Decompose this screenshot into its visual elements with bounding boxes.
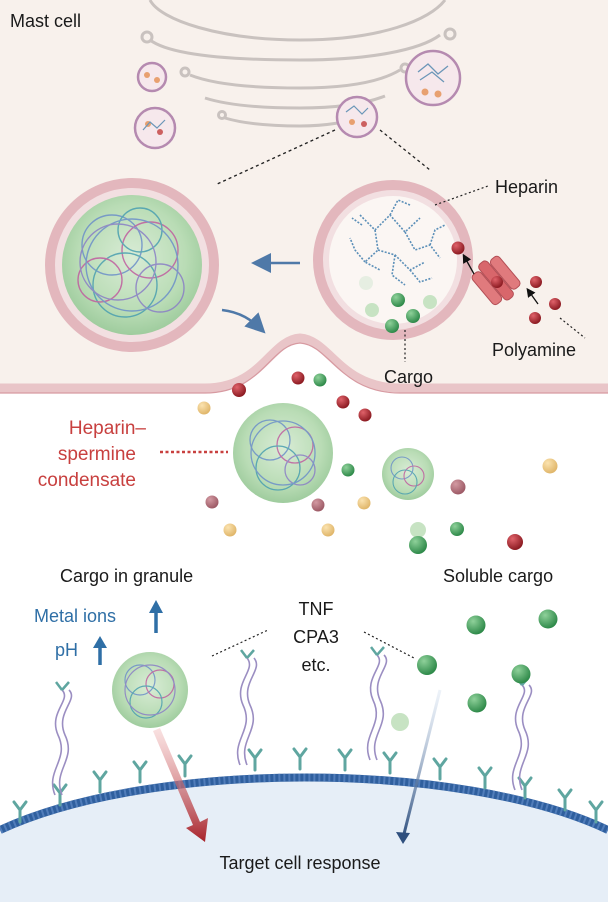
tnf-label: TNF — [299, 599, 334, 619]
condensate-label-line2: spermine — [58, 444, 136, 465]
heparin-network — [349, 198, 446, 286]
released-cargo-6 — [197, 401, 211, 415]
polyamine-pointer — [559, 317, 586, 339]
condensate-label-line3: condensate — [38, 470, 136, 491]
transport-arrow-2 — [526, 287, 539, 305]
released-condensate-large — [233, 403, 333, 503]
granule-cargo-6 — [385, 319, 399, 333]
polyamine-outside-1 — [530, 276, 542, 288]
small-vesicle-2 — [133, 106, 177, 150]
released-cargo-8 — [205, 495, 219, 509]
polyamine-inside — [451, 241, 465, 255]
granule-cargo-1 — [359, 276, 373, 290]
proteoglycans — [51, 654, 533, 796]
condensate-label-line1: Heparin– — [69, 418, 147, 439]
zoom-line-left — [214, 129, 336, 186]
released-cargo-15 — [450, 522, 464, 536]
cargo-in-granule-label: Cargo in granule — [60, 566, 193, 586]
arrow-to-exocytosis — [221, 308, 266, 334]
released-cargo-16 — [507, 534, 523, 550]
soluble-cargo-3 — [417, 655, 437, 675]
released-cargo-3 — [313, 373, 327, 387]
metal-ions-label: Metal ions — [34, 606, 116, 626]
granule-cargo-5 — [406, 309, 420, 323]
tnf-pointer-left — [211, 629, 269, 657]
released-cargo-1 — [232, 383, 246, 397]
released-cargo-12 — [223, 523, 237, 537]
released-cargo-18 — [542, 458, 558, 474]
membrane-receptors — [12, 747, 604, 824]
target-response-label: Target cell response — [219, 853, 380, 873]
heparin-pointer — [434, 185, 489, 206]
mast-cell-label: Mast cell — [10, 11, 81, 31]
ph-label: pH — [55, 640, 78, 660]
mast-cell-membrane — [0, 333, 608, 393]
small-vesicle-3 — [335, 95, 379, 139]
soluble-cargo-4 — [511, 664, 531, 684]
golgi-apparatus — [140, 0, 457, 128]
small-vesicle-4 — [404, 49, 462, 107]
soluble-cargo-5 — [467, 693, 487, 713]
released-cargo-9 — [311, 498, 325, 512]
granule-condensate — [45, 178, 219, 352]
soluble-cargo-2 — [538, 609, 558, 629]
granule-secretory — [313, 180, 473, 340]
released-cargo-13 — [321, 523, 335, 537]
cargo-up-arrow — [149, 600, 163, 633]
released-cargo-4 — [336, 395, 350, 409]
soluble-response-arrow — [401, 689, 442, 839]
bottom-granule — [112, 652, 188, 728]
released-cargo-2 — [291, 371, 305, 385]
released-cargo-5 — [358, 408, 372, 422]
ph-up-arrow — [93, 636, 107, 665]
polyamine-transporter — [471, 255, 521, 306]
soluble-cargo-1 — [466, 615, 486, 635]
soluble-cargo-label: Soluble cargo — [443, 566, 553, 586]
cpa3-label: CPA3 — [293, 627, 339, 647]
released-cargo-10 — [357, 496, 371, 510]
etc-label: etc. — [301, 655, 330, 675]
polyamine-outside-2 — [549, 298, 561, 310]
released-condensate-small — [382, 448, 434, 500]
target-cell-body — [0, 777, 608, 902]
granule-cargo-3 — [423, 295, 437, 309]
zoom-line-right — [379, 129, 431, 171]
granule-response-arrow — [153, 728, 208, 842]
released-cargo-17 — [409, 536, 427, 554]
polyamine-outside-3 — [529, 312, 541, 324]
small-vesicle-1 — [136, 61, 168, 93]
transport-arrow-1 — [462, 253, 475, 275]
released-cargo-7 — [341, 463, 355, 477]
granule-cargo-2 — [391, 293, 405, 307]
soluble-cargo-6 — [391, 713, 409, 731]
released-cargo-14 — [410, 522, 426, 538]
tnf-pointer-right — [363, 631, 415, 659]
cargo-label: Cargo — [384, 367, 433, 387]
granule-cargo-4 — [365, 303, 379, 317]
polyamine-label: Polyamine — [492, 340, 576, 360]
released-cargo-11 — [450, 479, 466, 495]
heparin-label: Heparin — [495, 177, 558, 197]
